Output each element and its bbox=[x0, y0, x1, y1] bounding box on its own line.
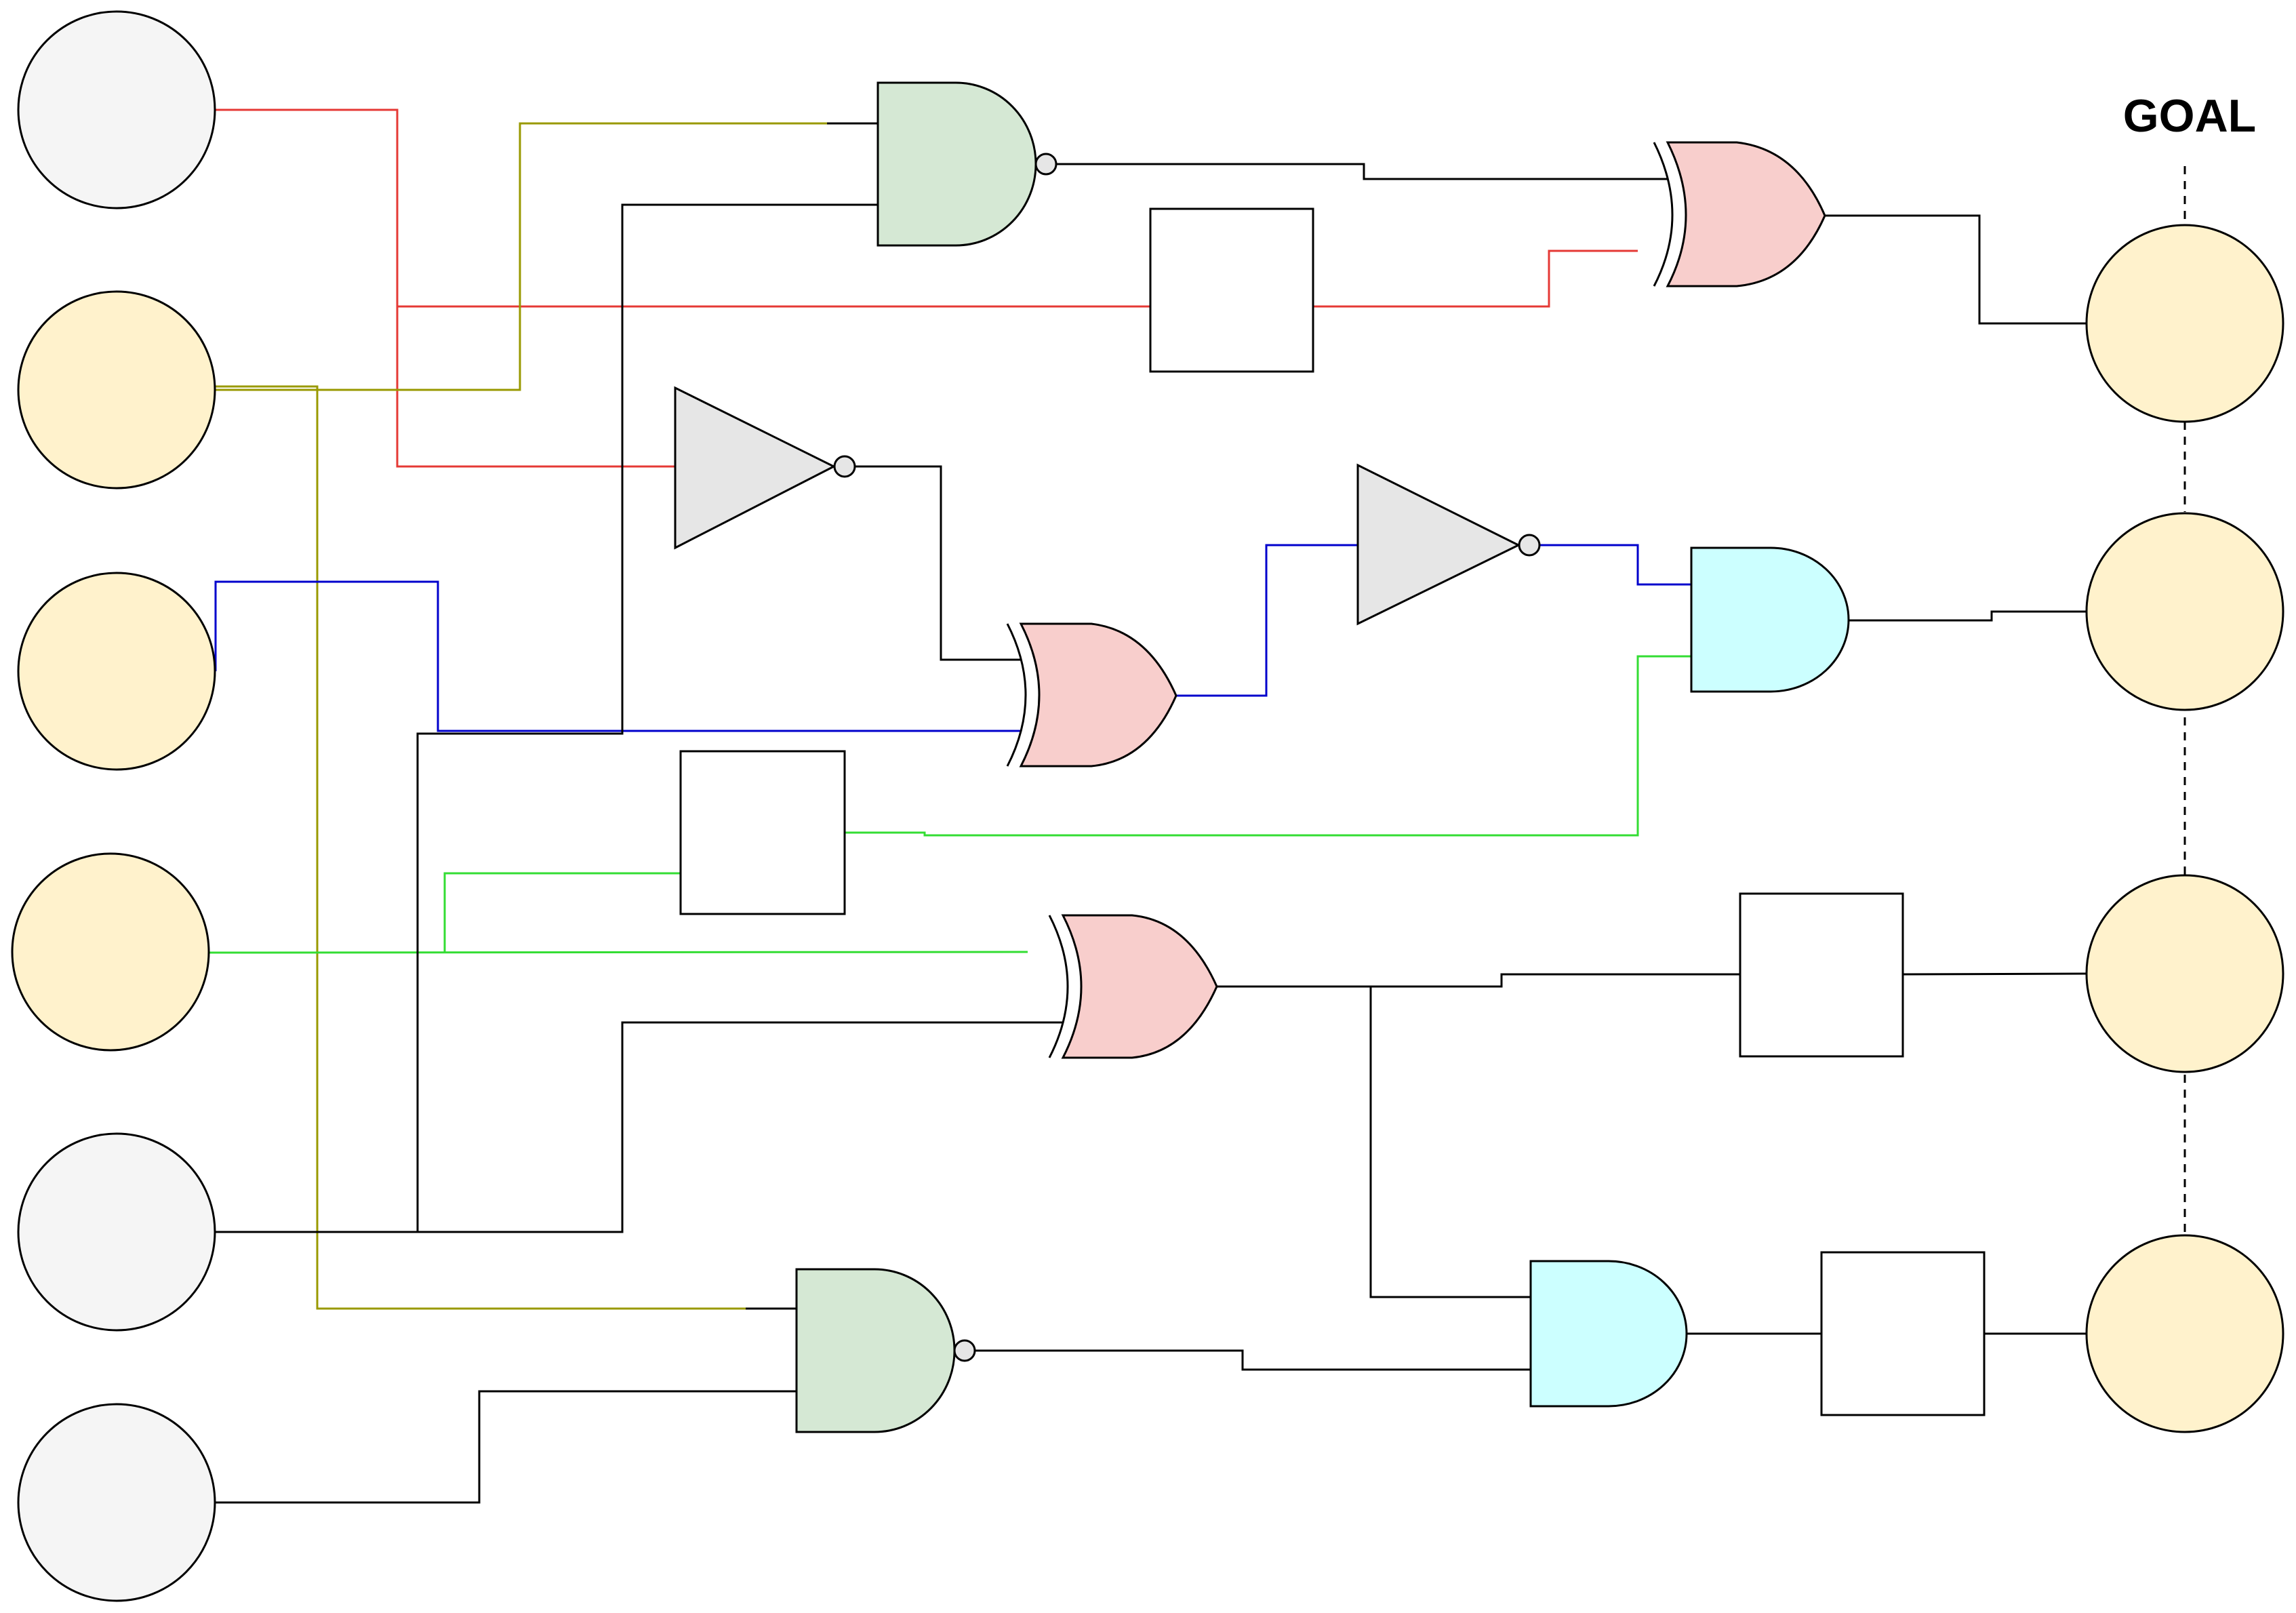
wire-black-4 bbox=[854, 465, 1021, 661]
wire-black-1 bbox=[216, 1021, 1063, 1233]
wire-blue-1 bbox=[214, 580, 1021, 732]
wire-black-5 bbox=[1055, 163, 1668, 180]
goal-output-3 bbox=[2085, 874, 2284, 1073]
wire-black-11 bbox=[973, 1349, 1531, 1371]
input-4[interactable] bbox=[11, 852, 210, 1052]
wire-green-1 bbox=[208, 951, 1028, 954]
empty-slot-2[interactable] bbox=[679, 750, 846, 915]
empty-slot-4[interactable] bbox=[1820, 1251, 1986, 1416]
and-gate-2[interactable] bbox=[1529, 1260, 1688, 1408]
and-gate-1[interactable] bbox=[1690, 546, 1850, 693]
wire-green-3 bbox=[845, 655, 1691, 837]
xor-gate-1[interactable] bbox=[1006, 622, 1177, 768]
wires bbox=[208, 108, 2089, 1504]
xor-gate-3[interactable] bbox=[1048, 914, 1218, 1059]
not-gate-1[interactable] bbox=[674, 386, 856, 550]
goal-output-4 bbox=[2085, 1234, 2284, 1433]
wire-black-7 bbox=[1849, 610, 2088, 622]
input-5[interactable] bbox=[17, 1132, 216, 1332]
wire-olive-2 bbox=[216, 385, 797, 1310]
goal-output-1 bbox=[2085, 224, 2284, 423]
goal-output-2 bbox=[2085, 512, 2284, 711]
wire-blue-3 bbox=[1540, 544, 1691, 586]
inputs bbox=[11, 10, 216, 1602]
input-1[interactable] bbox=[17, 10, 216, 210]
outputs bbox=[2085, 224, 2284, 1433]
input-3[interactable] bbox=[17, 572, 216, 771]
empty-slot-1[interactable] bbox=[1149, 207, 1314, 373]
goal-label: GOAL bbox=[2122, 90, 2257, 142]
wire-red-3 bbox=[1313, 250, 1638, 308]
wire-black-6 bbox=[1825, 214, 2088, 325]
gates bbox=[674, 81, 1986, 1433]
wire-black-3 bbox=[216, 1390, 797, 1504]
wire-red-1 bbox=[216, 108, 675, 468]
input-2[interactable] bbox=[17, 290, 216, 490]
wire-black-2 bbox=[416, 203, 878, 1232]
wire-green-2 bbox=[443, 872, 681, 953]
wire-blue-2 bbox=[1176, 544, 1358, 697]
nand-gate-2[interactable] bbox=[746, 1268, 976, 1433]
input-6[interactable] bbox=[17, 1403, 216, 1602]
xor-gate-2[interactable] bbox=[1653, 141, 1826, 287]
nand-gate-1[interactable] bbox=[827, 81, 1058, 247]
wire-olive-1 bbox=[216, 122, 878, 391]
wire-black-10 bbox=[1369, 987, 1531, 1298]
empty-slot-3[interactable] bbox=[1739, 892, 1904, 1058]
wire-black-8 bbox=[1217, 973, 1740, 988]
not-gate-2[interactable] bbox=[1356, 463, 1541, 626]
